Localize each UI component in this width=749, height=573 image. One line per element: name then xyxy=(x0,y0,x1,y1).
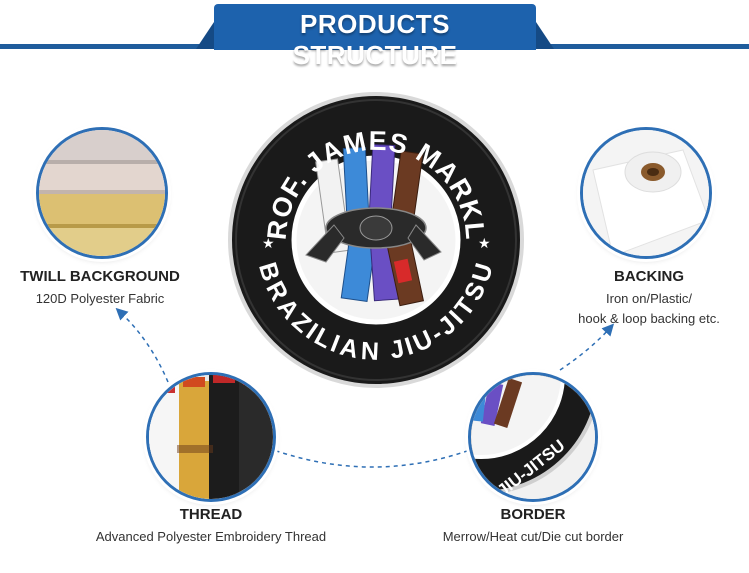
border-title: BORDER xyxy=(500,506,566,523)
banner-fold-left xyxy=(196,22,214,49)
backing-circle xyxy=(580,127,712,259)
connector-thread-twill xyxy=(115,307,169,383)
thread-spools-image xyxy=(149,375,273,499)
belts-emblem xyxy=(305,143,442,307)
thread-title: THREAD xyxy=(179,506,243,523)
connector-thread-border xyxy=(267,447,471,468)
page-title: PRODUCTS STRUCTURE xyxy=(292,9,458,70)
thread-desc: Advanced Polyester Embroidery Thread xyxy=(95,529,327,544)
backing-title: BACKING xyxy=(614,268,684,285)
border-desc: Merrow/Heat cut/Die cut border xyxy=(442,529,624,544)
connector-border-backing xyxy=(559,323,615,371)
header-banner xyxy=(214,4,536,50)
fabric-swatches-image xyxy=(39,130,165,256)
border-closeup-image: JIU-JITSU xyxy=(471,375,595,499)
backing-desc-line2: hook & loop backing etc. xyxy=(578,311,720,326)
embroidered-patch: PROF. JAMES MARKLE BRAZILIAN JIU-JITSU ★… xyxy=(226,90,524,388)
star-right-icon: ★ xyxy=(478,236,491,252)
backing-roll-image xyxy=(583,130,709,256)
twill-fabric-circle xyxy=(36,127,168,259)
thread-circle xyxy=(146,372,276,502)
twill-desc: 120D Polyester Fabric xyxy=(35,291,165,306)
banner-fold-right xyxy=(536,22,554,49)
star-left-icon: ★ xyxy=(262,236,275,252)
backing-desc-line1: Iron on/Plastic/ xyxy=(606,291,692,306)
border-circle: JIU-JITSU xyxy=(468,372,598,502)
twill-title: TWILL BACKGROUND xyxy=(20,268,180,285)
